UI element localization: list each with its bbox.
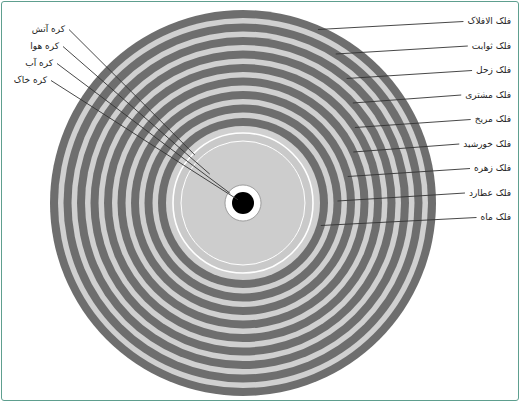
leader-line (347, 71, 472, 79)
leader-line (69, 30, 195, 155)
leader-line (353, 144, 459, 152)
element-label: کره هوا (29, 41, 60, 52)
earth-sphere (232, 192, 254, 214)
leader-line (355, 120, 471, 128)
leader-line (318, 22, 463, 30)
heaven-label: فلک الافلاک (466, 16, 512, 27)
leader-line (57, 64, 230, 194)
heaven-label: فلک زحل (475, 65, 512, 76)
leader-line (336, 46, 468, 54)
leader-line (348, 169, 470, 177)
leader-line (63, 47, 210, 175)
air-sphere (181, 141, 305, 265)
element-label: کره آتش (31, 24, 66, 35)
leader-line (353, 95, 461, 103)
heaven-label: فلک مشتری (464, 90, 512, 101)
heaven-label: فلک ماه (480, 212, 512, 223)
heaven-label: فلک عطارد (468, 188, 512, 199)
element-label: کره آب (24, 58, 54, 69)
leader-line (337, 193, 464, 201)
sphere-band (50, 10, 436, 396)
heaven-label: فلک مریخ (474, 114, 512, 125)
sphere-gap (58, 18, 428, 388)
heaven-label: فلک زهره (473, 163, 512, 174)
water-sphere (225, 185, 261, 221)
heaven-label: فلک ثوابت (471, 41, 512, 52)
leader-line (321, 218, 477, 226)
element-label: کره خاک (13, 75, 48, 86)
heaven-label: فلک خورشید (462, 139, 512, 150)
leader-line (51, 81, 238, 200)
